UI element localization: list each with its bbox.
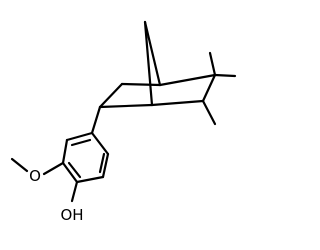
bond-c2-c3 xyxy=(98,82,124,109)
bond-c6-methyl xyxy=(201,99,217,126)
hydroxyl-label: OH xyxy=(60,206,83,224)
bond-c7-c1 xyxy=(143,20,154,107)
bond-ring-a4-a5 xyxy=(75,175,105,184)
bond-ring-inner-a xyxy=(70,138,92,147)
bond-ring-a5-a6 xyxy=(101,152,110,179)
hydroxyl-group: OH xyxy=(60,180,84,224)
bond-c5-c4 xyxy=(158,73,217,87)
bond-c4-c7 xyxy=(143,20,162,87)
bicyclic-ring-bonds xyxy=(98,20,217,109)
bond-c1-c6 xyxy=(150,99,205,107)
bond-ring-a1-a2 xyxy=(65,131,94,142)
bond-ring-a2-a3 xyxy=(61,138,69,165)
bond-c3-c4 xyxy=(120,82,162,87)
benzene-ring xyxy=(61,105,110,184)
bond-methoxy-oxygen-methyl xyxy=(10,157,29,173)
bond-c5-methyl-b xyxy=(208,51,217,77)
methyl-bonds xyxy=(201,51,237,126)
bond-ring-hydroxyl xyxy=(70,180,79,203)
molecule-structure: O OH xyxy=(0,0,250,250)
bond-c6-c5 xyxy=(201,73,217,103)
bond-ring-a6-a1 xyxy=(90,131,110,156)
methoxy-oxygen-label: O xyxy=(29,167,41,185)
methoxy-group: O xyxy=(10,157,65,185)
bond-ring-methoxy-oxygen xyxy=(42,161,65,176)
bond-ring-linker xyxy=(90,105,102,135)
canvas-background xyxy=(0,0,250,250)
bond-c5-methyl-a xyxy=(213,73,237,78)
bond-ring-a3-a4 xyxy=(61,161,79,184)
bond-c2-c1 xyxy=(98,103,154,109)
bond-ring-inner-c xyxy=(98,152,106,174)
bond-ring-inner-b xyxy=(67,161,82,179)
